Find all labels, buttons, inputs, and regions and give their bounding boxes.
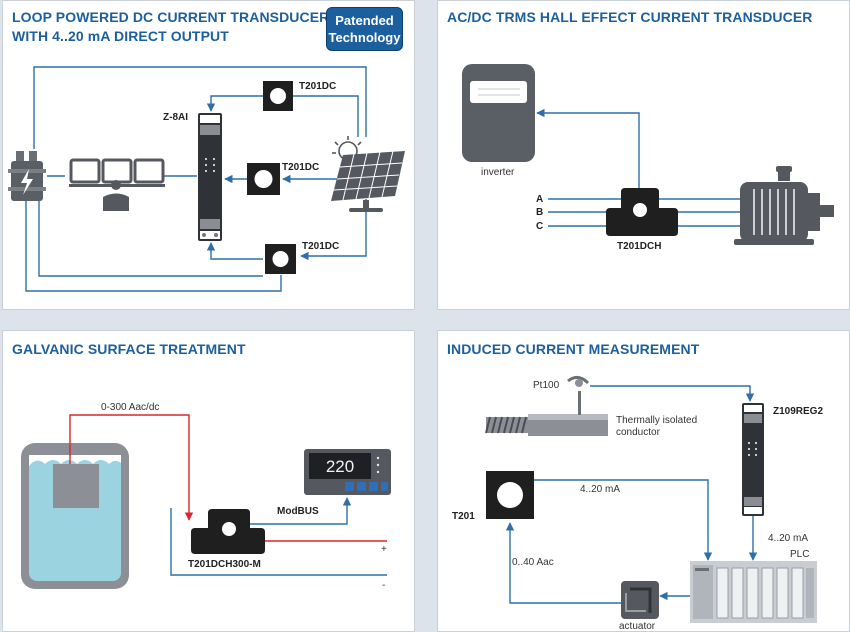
z109reg2-module (742, 403, 764, 516)
modbus-label: ModBUS (277, 506, 319, 517)
panel-galvanic: 0-300 Aac/dc + - T201DCH300-M ModBUS 220 (2, 330, 415, 632)
plus-sign: + (381, 544, 387, 555)
output-signal-label: 4..20 mA (580, 484, 620, 495)
transformer-icon (8, 151, 46, 201)
panel1-title-line2: WITH 4..20 mA DIRECT OUTPUT (12, 28, 229, 44)
transducer-t201dch300m (191, 509, 265, 554)
panel-induced-current: Thermally isolated conductor Pt100 Z109R… (437, 330, 850, 632)
galvanic-diagram: 0-300 Aac/dc + - T201DCH300-M ModBUS 220 (21, 402, 391, 591)
phase-a-label: A (536, 194, 543, 205)
actuator-icon (621, 581, 659, 619)
panel-hall-effect: inverter A B C T201DCH (437, 0, 850, 310)
t201dch-label: T201DCH (617, 241, 661, 252)
inverter-icon (462, 64, 535, 162)
badge-line1: Patended (335, 13, 394, 28)
transducer-t201 (486, 471, 534, 519)
phase-b-label: B (536, 207, 543, 218)
z8ai-label: Z-8AI (163, 112, 188, 123)
minus-sign: - (382, 580, 385, 591)
treatment-tank-icon (21, 443, 129, 589)
transducer-bottom (265, 244, 296, 274)
hall-effect-diagram: inverter A B C T201DCH (462, 64, 834, 252)
induced-current-diagram: Thermally isolated conductor Pt100 Z109R… (452, 376, 823, 631)
panel1-title-line1: LOOP POWERED DC CURRENT TRANSDUCERS (12, 9, 339, 25)
current-range-label: 0-300 Aac/dc (101, 402, 159, 413)
inverter-label: inverter (481, 167, 515, 178)
phase-c-label: C (536, 221, 543, 232)
transducer-bottom-label: T201DC (302, 241, 339, 252)
patented-technology-badge: Patended Technology (326, 7, 403, 51)
loop-powered-diagram: Z-8AI T201DC T201DC T201DC (8, 66, 405, 292)
transducer-top-label: T201DC (299, 81, 336, 92)
thermally-isolated-conductor-icon (485, 391, 608, 436)
t201dch300m-label: T201DCH300-M (188, 559, 261, 570)
plc-label: PLC (790, 549, 809, 560)
conductor-label-line1: Thermally isolated (616, 415, 697, 426)
conductor-label-line2: conductor (616, 427, 661, 438)
meter-display-value: 220 (326, 457, 354, 476)
solar-panel-icon (331, 136, 405, 212)
operator-workstation-icon (69, 158, 165, 211)
panel2-title: AC/DC TRMS HALL EFFECT CURRENT TRANSDUCE… (447, 9, 813, 25)
badge-line2: Technology (328, 30, 401, 45)
transducer-top (263, 81, 293, 111)
z109reg2-label: Z109REG2 (773, 406, 823, 417)
transducer-t201dch (606, 188, 678, 236)
t201-label: T201 (452, 511, 475, 522)
current-range-label: 0..40 Aac (512, 557, 554, 568)
output-signal-plc-label: 4..20 mA (768, 533, 808, 544)
z8ai-module (198, 113, 222, 241)
actuator-label: actuator (619, 621, 656, 631)
motor-icon (734, 166, 834, 245)
panel-meter-display: 220 (304, 449, 391, 495)
panel4-title: INDUCED CURRENT MEASUREMENT (447, 341, 700, 357)
transducer-middle-label: T201DC (282, 162, 319, 173)
pt100-label: Pt100 (533, 380, 560, 391)
transducer-middle (247, 163, 280, 195)
pt100-sensor-icon (567, 376, 590, 387)
panel-loop-powered: Z-8AI T201DC T201DC T201DC (2, 0, 415, 310)
plc-rack-icon (690, 561, 817, 623)
panel3-title: GALVANIC SURFACE TREATMENT (12, 341, 246, 357)
